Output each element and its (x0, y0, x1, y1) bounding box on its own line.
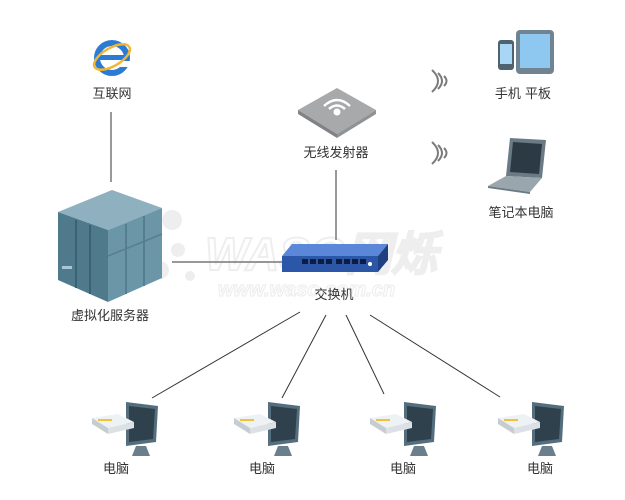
pc-icon (370, 402, 440, 458)
switch-label: 交换机 (314, 288, 354, 303)
link-switch-pc2 (281, 314, 327, 399)
server-label: 虚拟化服务器 (70, 309, 150, 324)
link-switch-pc1 (151, 311, 301, 399)
link-switch-pc3 (345, 314, 385, 395)
pc-icon (92, 402, 162, 458)
wifi-signal-icon (428, 66, 456, 96)
wifi-signal-icon (428, 138, 456, 168)
link-switch-pc4 (369, 314, 501, 398)
laptop-label: 笔记本电脑 (488, 206, 554, 221)
wireless-ap-label: 无线发射器 (303, 146, 369, 161)
internet-label: 互联网 (92, 87, 132, 102)
pc-icon (498, 402, 568, 458)
internet-icon (90, 34, 134, 78)
svg-text:www.waso.com.cn: www.waso.com.cn (218, 279, 395, 301)
mobile-label: 手机 平板 (494, 87, 552, 102)
switch-icon (282, 244, 392, 274)
wireless-ap-icon (296, 84, 378, 138)
pc-label: 电脑 (526, 462, 554, 477)
pc-label: 电脑 (102, 462, 130, 477)
pc-label: 电脑 (248, 462, 276, 477)
mobile-tablet-icon (498, 30, 556, 74)
server-icon (54, 186, 166, 304)
pc-label: 电脑 (389, 462, 417, 477)
laptop-icon (486, 136, 550, 194)
pc-icon (234, 402, 304, 458)
